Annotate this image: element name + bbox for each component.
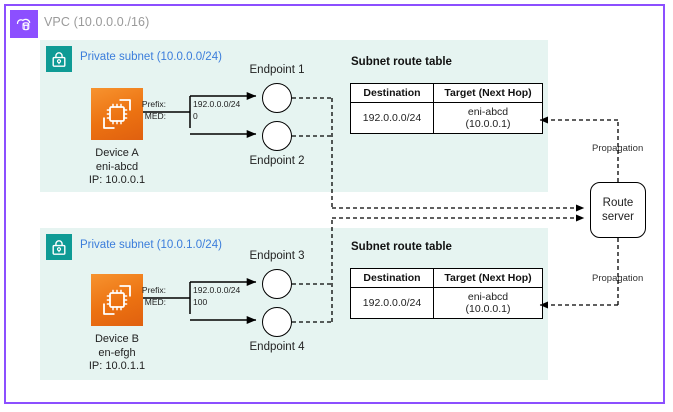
device-b-label: Device B en-efgh IP: 10.0.1.1 xyxy=(57,333,177,374)
table-row: 192.0.0.0/24 eni-abcd (10.0.0.1) xyxy=(350,287,543,319)
wire-device-a-to-endpoints xyxy=(143,91,257,139)
propagation-label-top: Propagation xyxy=(592,143,644,154)
endpoint-3-node[interactable] xyxy=(262,269,292,299)
endpoint-1-node[interactable] xyxy=(262,83,292,113)
wire-propagation-to-table-a xyxy=(539,116,619,182)
table-row: 192.0.0.0/24 eni-abcd (10.0.0.1) xyxy=(350,102,543,134)
endpoint-2-label: Endpoint 2 xyxy=(249,155,305,167)
column-header-target: Target (Next Hop) xyxy=(433,83,543,103)
private-subnet-lock-icon xyxy=(46,46,72,72)
column-header-destination: Destination xyxy=(350,83,434,103)
advert-b-prefix-value: 192.0.0.0/24 xyxy=(193,285,241,295)
column-header-destination: Destination xyxy=(350,268,434,288)
vpc-cloud-icon xyxy=(10,10,38,38)
private-subnet-a-title: Private subnet (10.0.0.0/24) xyxy=(80,51,222,63)
wire-endpoints-b-to-route-server xyxy=(292,214,585,323)
device-b-eni: en-efgh xyxy=(98,346,136,359)
wire-propagation-to-table-b xyxy=(539,238,619,309)
private-subnet-lock-icon xyxy=(46,234,72,260)
column-header-target: Target (Next Hop) xyxy=(433,268,543,288)
vpc-title: VPC (10.0.0.0./16) xyxy=(44,15,150,29)
private-subnet-b-title: Private subnet (10.0.1.0/24) xyxy=(80,239,222,251)
wire-endpoints-a-to-route-server xyxy=(292,97,585,212)
cell-target-ip: (10.0.0.1) xyxy=(465,303,511,315)
advert-a-med-key: MED: xyxy=(144,111,166,121)
advert-b-med-key: MED: xyxy=(144,297,166,307)
device-b-name: Device B xyxy=(94,333,140,345)
compute-device-icon-b xyxy=(91,274,143,326)
propagation-label-bottom: Propagation xyxy=(592,273,644,284)
endpoint-2-node[interactable] xyxy=(262,121,292,151)
wire-device-b-to-endpoints xyxy=(143,277,257,325)
advert-b-med-value: 100 xyxy=(193,297,208,307)
device-b-ip: IP: 10.0.1.1 xyxy=(88,360,146,372)
cell-target-ip: (10.0.0.1) xyxy=(465,118,511,130)
device-a-ip: IP: 10.0.0.1 xyxy=(88,174,146,186)
advert-a-prefix-key: Prefix: xyxy=(141,99,166,109)
route-server-label-line2: server xyxy=(602,211,634,223)
cell-target-eni: eni-abcd xyxy=(467,291,509,303)
route-server-node[interactable]: Route server xyxy=(590,182,646,238)
route-table-a-title: Subnet route table xyxy=(351,56,452,68)
advert-a-med-value: 0 xyxy=(193,111,198,121)
device-a-name: Device A xyxy=(95,147,139,159)
endpoint-4-node[interactable] xyxy=(262,307,292,337)
endpoint-4-label: Endpoint 4 xyxy=(249,341,305,353)
advert-a-prefix-value: 192.0.0.0/24 xyxy=(193,99,241,109)
route-server-label-line1: Route xyxy=(602,197,634,209)
route-table-b: Destination Target (Next Hop) 192.0.0.0/… xyxy=(350,268,543,319)
advert-b-prefix-key: Prefix: xyxy=(141,285,166,295)
table-header-row: Destination Target (Next Hop) xyxy=(350,83,543,103)
cell-destination: 192.0.0.0/24 xyxy=(350,102,434,134)
endpoint-1-label: Endpoint 1 xyxy=(249,64,305,76)
route-table-a: Destination Target (Next Hop) 192.0.0.0/… xyxy=(350,83,543,134)
compute-device-icon-a xyxy=(91,88,143,140)
endpoint-3-label: Endpoint 3 xyxy=(249,250,305,262)
cell-target: eni-abcd (10.0.0.1) xyxy=(433,287,543,319)
device-a-label: Device A eni-abcd IP: 10.0.0.1 xyxy=(57,147,177,188)
table-header-row: Destination Target (Next Hop) xyxy=(350,268,543,288)
device-a-eni: eni-abcd xyxy=(95,160,139,173)
cell-target: eni-abcd (10.0.0.1) xyxy=(433,102,543,134)
cell-target-eni: eni-abcd xyxy=(467,106,509,118)
route-table-b-title: Subnet route table xyxy=(351,241,452,253)
